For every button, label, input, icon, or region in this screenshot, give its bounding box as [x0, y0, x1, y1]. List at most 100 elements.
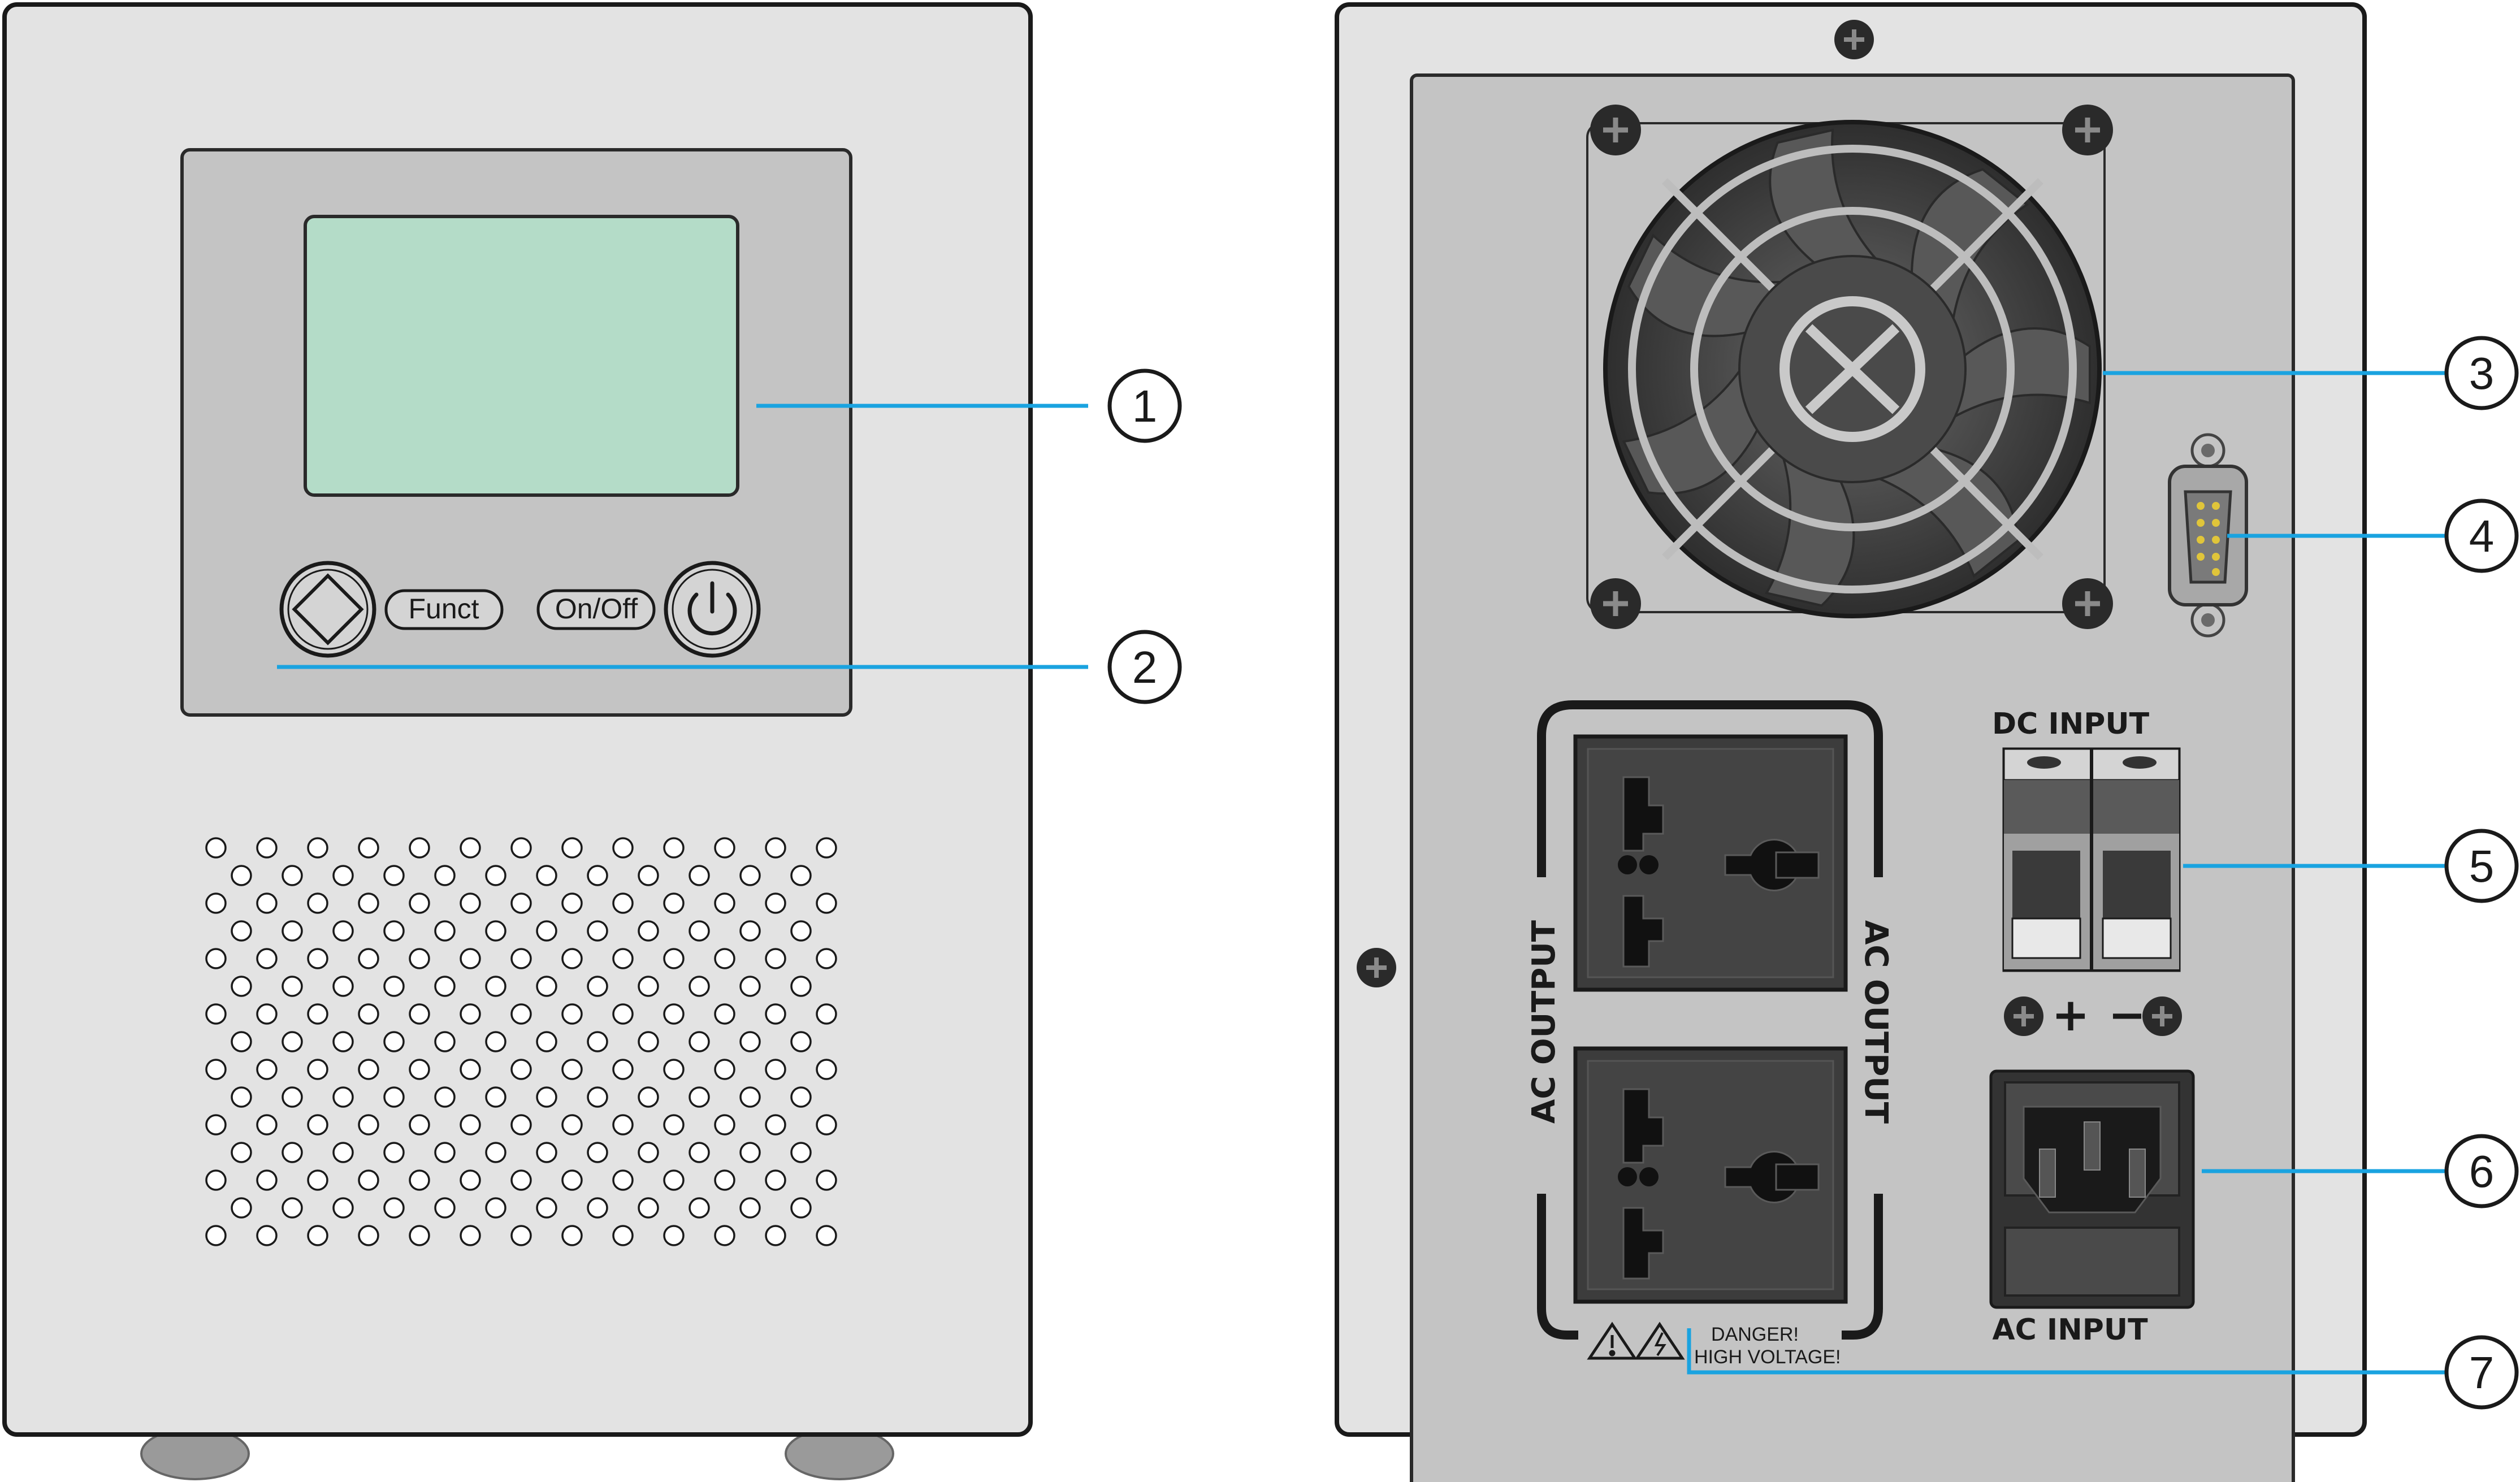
vent-hole [282, 920, 303, 942]
vent-hole [587, 976, 608, 997]
callout-2: 2 [1107, 630, 1182, 704]
callout-5-number: 5 [2469, 841, 2495, 891]
vent-hole [383, 865, 405, 886]
callout-7: 7 [2444, 1335, 2519, 1410]
callout-1: 1 [1107, 369, 1182, 443]
power-button[interactable] [664, 561, 761, 658]
callout-6-number: 6 [2469, 1146, 2495, 1197]
polarity-minus: − [2108, 989, 2146, 1041]
vent-hole [383, 1086, 405, 1108]
vent-hole [739, 920, 761, 942]
vent-hole [510, 1114, 532, 1136]
vent-hole [714, 1169, 735, 1191]
serial-port[interactable] [2168, 433, 2248, 638]
dc-terminal-plus[interactable] [2004, 996, 2043, 1036]
funct-text: Funct [408, 593, 479, 625]
onoff-text: On/Off [555, 593, 638, 625]
callouts: 1 2 3 4 5 6 7 [1107, 336, 2519, 1410]
ac-output-socket-2[interactable] [1573, 1046, 1848, 1304]
vent-hole [561, 1169, 583, 1191]
lcd-display [304, 215, 739, 497]
ac-input-label: AC INPUT [1992, 1313, 2148, 1347]
callout-4: 4 [2444, 499, 2519, 573]
vent-hole [307, 1169, 328, 1191]
polarity-plus: + [2051, 989, 2089, 1041]
vent-hole [790, 1031, 812, 1052]
vent-hole [460, 1003, 481, 1025]
vent-hole [231, 920, 252, 942]
vent-hole [282, 1031, 303, 1052]
callout-1-number: 1 [1132, 381, 1158, 431]
vent-hole [816, 1003, 837, 1025]
callout-4-number: 4 [2469, 511, 2495, 561]
vent-hole [434, 1142, 456, 1163]
vent-hole [765, 1114, 786, 1136]
vent-hole [460, 948, 481, 969]
vent-hole [638, 1142, 659, 1163]
leader-lines [277, 371, 2465, 1375]
vent-hole [256, 1114, 278, 1136]
vent-hole [739, 976, 761, 997]
vent-hole [612, 1003, 634, 1025]
vent-hole [765, 1059, 786, 1080]
vent-hole [383, 1197, 405, 1219]
vent-hole [714, 837, 735, 859]
vent-hole [790, 865, 812, 886]
warning-text-danger: DANGER! [1711, 1324, 1799, 1345]
fan-screw [1590, 578, 1641, 629]
vent-hole [689, 976, 710, 997]
vent-hole [358, 948, 379, 969]
callout-6: 6 [2444, 1134, 2519, 1208]
vent-hole [510, 1003, 532, 1025]
vent-hole [536, 1031, 557, 1052]
fan-blade [1627, 233, 1790, 337]
vent-hole [205, 1114, 227, 1136]
ac-output-socket-1[interactable] [1573, 734, 1848, 992]
vent-hole [663, 1059, 685, 1080]
vent-hole [587, 1031, 608, 1052]
vent-hole [434, 1086, 456, 1108]
vent-hole [358, 1059, 379, 1080]
callout-5: 5 [2444, 829, 2519, 903]
vent-hole [816, 948, 837, 969]
vent-hole [409, 1225, 430, 1246]
vent-hole [816, 1114, 837, 1136]
vent-hole [307, 1225, 328, 1246]
dc-terminal-minus[interactable] [2142, 996, 2182, 1036]
vent-hole [561, 1003, 583, 1025]
dc-input-breaker[interactable]: DC INPUT + − [1992, 707, 2182, 1041]
vent-hole [256, 1003, 278, 1025]
ac-input-inlet[interactable]: AC INPUT [1989, 1069, 2195, 1347]
vent-hole [485, 865, 506, 886]
vent-hole [663, 1169, 685, 1191]
vent-hole [409, 837, 430, 859]
vent-hole [205, 1003, 227, 1025]
vent-hole [485, 1031, 506, 1052]
vent-hole [638, 1197, 659, 1219]
diamond-icon [292, 573, 364, 645]
select-button[interactable] [279, 561, 376, 658]
vent-hole [587, 1086, 608, 1108]
vent-hole [587, 920, 608, 942]
fan-screws [1590, 105, 2113, 629]
vent-hole [536, 1086, 557, 1108]
vent-hole [638, 865, 659, 886]
ac-output-label-right: AC OUTPUT [1857, 920, 1894, 1124]
fan-blade [1769, 128, 1883, 277]
vent-hole [790, 1197, 812, 1219]
callout-7-number: 7 [2469, 1347, 2495, 1398]
vent-hole [638, 1086, 659, 1108]
vent-hole [739, 1142, 761, 1163]
vent-hole [638, 920, 659, 942]
warning-text-voltage: HIGH VOLTAGE! [1694, 1346, 1841, 1368]
vent-hole [460, 1114, 481, 1136]
vent-hole [231, 976, 252, 997]
fan-blade [1764, 449, 1855, 607]
vent-hole [205, 837, 227, 859]
vent-hole [714, 1059, 735, 1080]
vent-hole [332, 976, 354, 997]
vent-hole [561, 1114, 583, 1136]
screw-side [1357, 948, 1396, 987]
leader-line-7 [1687, 1328, 2465, 1375]
